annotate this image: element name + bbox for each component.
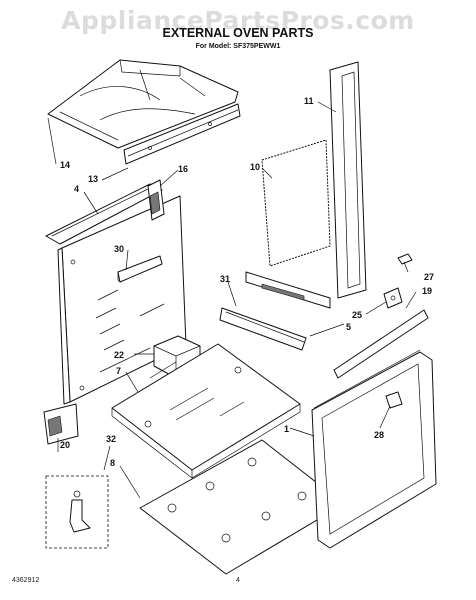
part-30-bracket[interactable] [117,255,163,283]
callout-14: 14 [60,160,70,170]
part-20-wedge[interactable] [43,403,79,445]
part-13-rear-channel[interactable] [123,103,241,165]
part-5-channel[interactable] [219,307,307,351]
callout-4: 4 [74,184,79,194]
callout-labels: 11 10 14 13 4 16 30 27 31 19 25 5 22 7 1… [60,96,434,468]
part-27-clip[interactable] [397,253,413,265]
part-19-bar[interactable] [333,309,429,379]
callout-10: 10 [250,162,260,172]
part-25-hinge[interactable] [383,287,403,309]
part-28-latch[interactable] [385,391,403,409]
part-10-insulation[interactable] [261,139,331,267]
callout-1: 1 [284,424,289,434]
callout-8: 8 [110,458,115,468]
callout-5: 5 [346,322,351,332]
callout-30: 30 [114,244,124,254]
callout-7: 7 [116,366,121,376]
leader-lines [47,101,417,499]
callout-22: 22 [114,350,124,360]
document-number: 4362912 [12,577,40,584]
part-31-trim[interactable] [245,271,331,309]
callout-28: 28 [374,430,384,440]
callout-13: 13 [88,174,98,184]
part-4-side-panel[interactable] [45,183,163,245]
part-11-frame[interactable] [329,61,367,299]
callout-31: 31 [220,274,230,284]
part-14-top-cover[interactable] [47,59,239,149]
callout-32: 32 [106,434,116,444]
part-1-door-frame[interactable] [311,349,437,549]
page-number: 4 [236,577,240,584]
part-7-bottom-tray[interactable] [111,343,301,479]
callout-11: 11 [304,96,314,106]
model-subtitle: For Model: SF375PEWW1 [195,43,281,50]
callout-20: 20 [60,440,70,450]
watermark: AppliancePartsPros.com [61,6,415,35]
callout-27: 27 [424,272,434,282]
part-8-bottom-panel[interactable] [139,439,345,575]
part-16-strip[interactable] [147,179,165,221]
part-32-detail-box[interactable] [45,475,109,549]
callout-16: 16 [178,164,188,174]
diagram-title: EXTERNAL OVEN PARTS [162,26,314,40]
callout-19: 19 [422,286,432,296]
callout-25: 25 [352,310,362,320]
